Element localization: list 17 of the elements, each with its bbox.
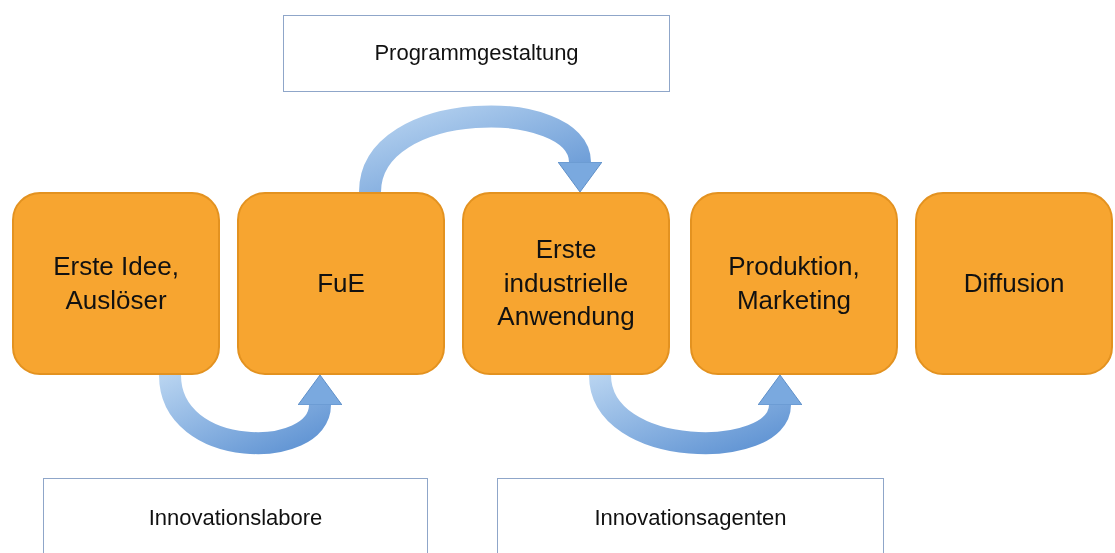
curved-arrow xyxy=(359,105,602,195)
process-box xyxy=(915,192,1113,375)
process-box xyxy=(690,192,898,375)
box-label: FuE xyxy=(317,266,365,300)
box-label: Produktion, Marketing xyxy=(727,249,861,317)
process-box xyxy=(237,192,445,375)
box-label: Erste Idee, Auslöser xyxy=(52,249,180,317)
label-box xyxy=(497,478,884,553)
box-label: Innovationslabore xyxy=(148,503,323,532)
box-label: Diffusion xyxy=(963,266,1065,300)
process-box xyxy=(462,192,670,375)
box-label: Programmgestaltung xyxy=(374,39,579,68)
process-box xyxy=(12,192,220,375)
label-box xyxy=(43,478,428,553)
label-box xyxy=(283,15,670,92)
box-label: Erste industrielle Anwendung xyxy=(496,232,636,334)
box-label: Innovationsagenten xyxy=(594,503,787,532)
